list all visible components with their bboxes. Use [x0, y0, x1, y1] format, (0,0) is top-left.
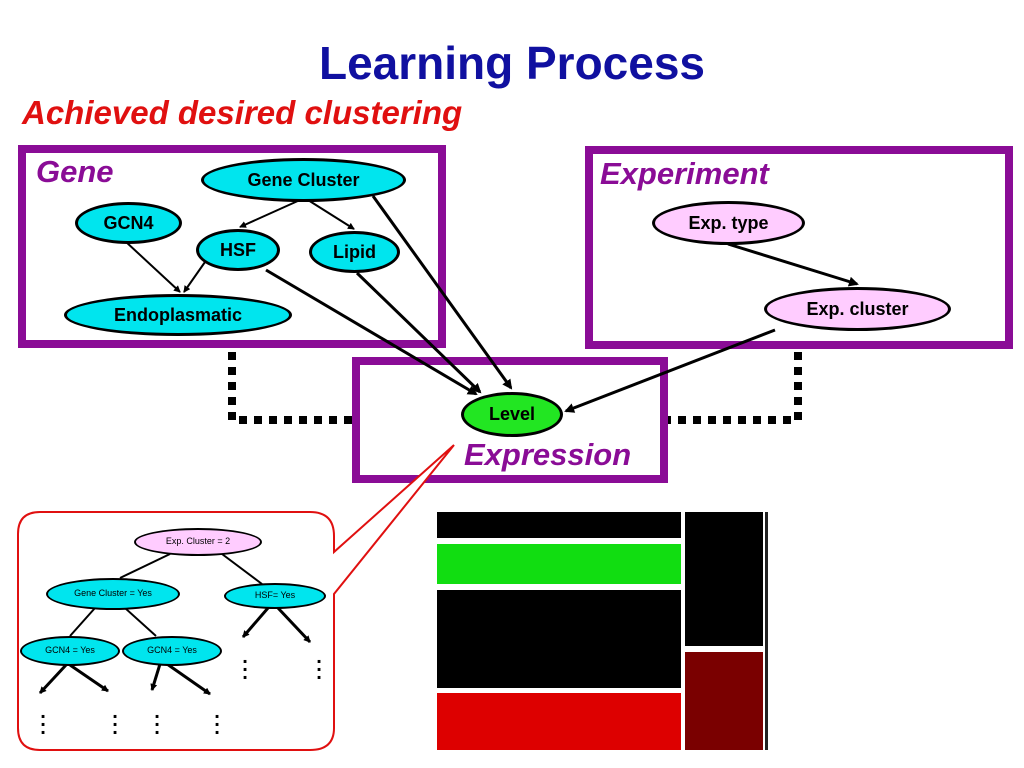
- gene-box-label: Gene: [36, 154, 114, 189]
- expression-box: [352, 357, 668, 483]
- tree-gcn4-right-node: GCN4 = Yes: [122, 636, 222, 666]
- tree-continuation-dots: ···: [154, 707, 161, 742]
- exp-type-node: Exp. type: [652, 201, 805, 245]
- tree-gene-cluster-node: Gene Cluster = Yes: [46, 578, 180, 610]
- page-title: Learning Process: [318, 37, 706, 89]
- hsf-node: HSF: [196, 229, 280, 271]
- heatmap-block: [437, 544, 681, 584]
- experiment-box-label: Experiment: [600, 156, 769, 191]
- gene-cluster-node: Gene Cluster: [201, 158, 406, 202]
- tree-root-node: Exp. Cluster = 2: [134, 528, 262, 556]
- gcn4-node: GCN4: [75, 202, 182, 244]
- heatmap-block: [437, 693, 681, 750]
- tree-continuation-dots: ···: [214, 707, 221, 742]
- page-subtitle: Achieved desired clustering: [22, 94, 463, 131]
- level-node: Level: [461, 392, 563, 437]
- tree-gcn4-left-node: GCN4 = Yes: [20, 636, 120, 666]
- gene-box: [18, 145, 446, 348]
- tree-continuation-dots: ···: [242, 652, 249, 687]
- heatmap-block: [437, 590, 681, 688]
- tree-continuation-dots: ···: [112, 707, 119, 742]
- expression-heatmap: [435, 512, 768, 750]
- exp-cluster-node: Exp. cluster: [764, 287, 951, 331]
- heatmap-block: [685, 652, 763, 750]
- tree-hsf-node: HSF= Yes: [224, 583, 326, 609]
- heatmap-edge: [765, 512, 768, 750]
- lipid-node: Lipid: [309, 231, 400, 273]
- tree-continuation-dots: ···: [316, 652, 323, 687]
- experiment-box: [585, 146, 1013, 349]
- heatmap-block: [437, 512, 681, 538]
- expression-box-label: Expression: [464, 437, 632, 472]
- tree-continuation-dots: ···: [40, 707, 47, 742]
- heatmap-block: [685, 512, 763, 646]
- endoplasmatic-node: Endoplasmatic: [64, 294, 292, 336]
